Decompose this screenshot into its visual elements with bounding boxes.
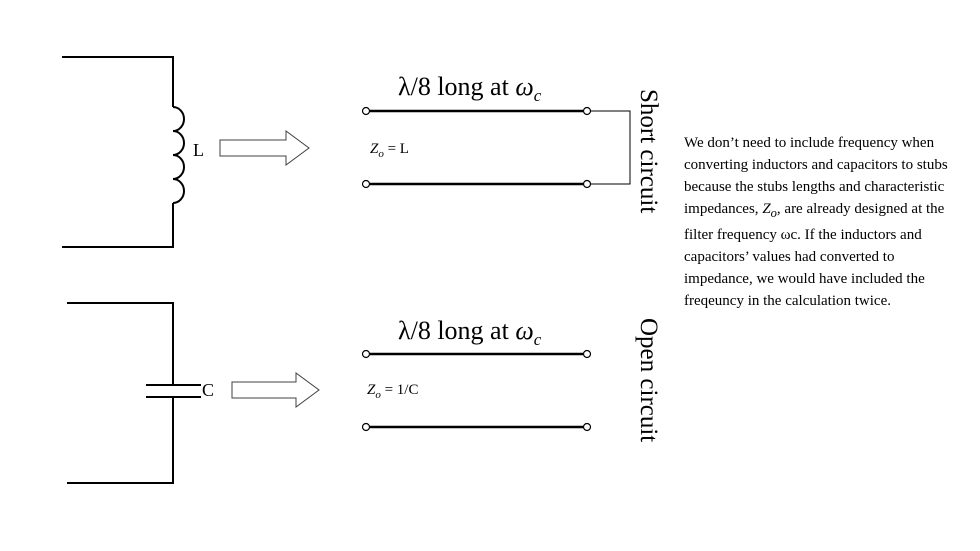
- short-stub-end-bottom: [582, 179, 592, 189]
- inductor-arrow-icon: [219, 130, 310, 166]
- explanation-note: We don’t need to include frequency when …: [684, 132, 959, 312]
- inductor-label: L: [193, 140, 204, 160]
- capacitor-impedance: Zo = 1/C: [367, 382, 418, 401]
- capacitor-label: C: [202, 380, 214, 400]
- open-stub-port-top-left: [361, 349, 371, 359]
- capacitor-circuit: [67, 302, 201, 484]
- inductor-circuit: [62, 56, 185, 248]
- capacitor-wire-top: [67, 302, 174, 384]
- capacitor-stub-title: λ/8 long at ωc: [398, 316, 542, 349]
- short-stub: [361, 106, 631, 189]
- open-circuit-label: Open circuit: [635, 318, 662, 442]
- capacitor-arrow-icon: [231, 372, 320, 408]
- inductor-wire-top: [62, 56, 174, 107]
- explanation-text: We don’t need to include frequency when …: [684, 135, 948, 309]
- inductor-stub-title: λ/8 long at ωc: [398, 72, 542, 105]
- open-stub-end-top: [582, 349, 592, 359]
- inductor-coil: [172, 106, 185, 204]
- short-circuit-wire: [591, 110, 631, 185]
- capacitor-wire-bottom: [67, 398, 174, 484]
- short-stub-end-top: [582, 106, 592, 116]
- open-stub-end-bottom: [582, 422, 592, 432]
- inductor-wire-bottom: [62, 203, 174, 248]
- short-circuit-label: Short circuit: [635, 89, 662, 213]
- open-stub: [361, 349, 592, 432]
- short-stub-port-bottom-left: [361, 179, 371, 189]
- open-stub-port-bottom-left: [361, 422, 371, 432]
- short-stub-port-top-left: [361, 106, 371, 116]
- inductor-impedance: Zo = L: [370, 141, 409, 160]
